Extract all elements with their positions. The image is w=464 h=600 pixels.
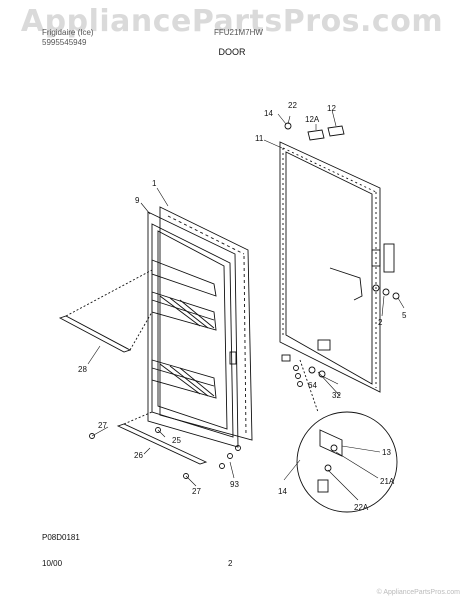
callout-22: 22	[288, 101, 297, 110]
callout-9: 9	[135, 196, 140, 205]
publication-number: 5995545949	[42, 38, 87, 47]
callout-28: 28	[78, 365, 87, 374]
callout-5: 5	[402, 311, 407, 320]
callout-25: 25	[172, 436, 181, 445]
door-handle	[329, 243, 400, 301]
leader-lines	[87, 109, 405, 501]
revision-date: 10/00	[42, 559, 63, 568]
hinge-part	[281, 354, 291, 362]
model-number: FFU21M7HW	[214, 28, 263, 37]
callout-93: 93	[230, 480, 239, 489]
copyright: © AppliancePartsPros.com	[376, 589, 460, 596]
bottom-trim	[116, 411, 208, 465]
part-12a	[307, 129, 325, 141]
screws	[89, 427, 241, 479]
brand-label: Frigidaire (Ice)	[42, 28, 94, 37]
door-liner	[279, 141, 381, 393]
callout-2: 2	[378, 318, 383, 327]
callout-12a: 12A	[305, 115, 320, 124]
callout-1: 1	[152, 179, 157, 188]
callout-27b: 27	[192, 487, 201, 496]
callout-11: 11	[255, 134, 264, 143]
diagram-code: P08D0181	[42, 533, 80, 542]
detail-circle	[296, 359, 398, 513]
callout-13: 13	[382, 448, 391, 457]
callout-27: 27	[98, 421, 107, 430]
callout-64: 64	[308, 381, 317, 390]
callout-22a: 22A	[354, 503, 369, 512]
callout-21a: 21A	[380, 477, 395, 486]
callout-14: 14	[264, 109, 273, 118]
callout-32: 32	[332, 391, 341, 400]
page-title: DOOR	[218, 47, 246, 57]
callout-12: 12	[327, 104, 336, 113]
callout-14b: 14	[278, 487, 287, 496]
callout-26: 26	[134, 451, 143, 460]
page-number: 2	[228, 559, 233, 568]
part-12	[327, 125, 345, 137]
shelf-bar	[58, 269, 153, 353]
door-panel	[147, 206, 253, 448]
